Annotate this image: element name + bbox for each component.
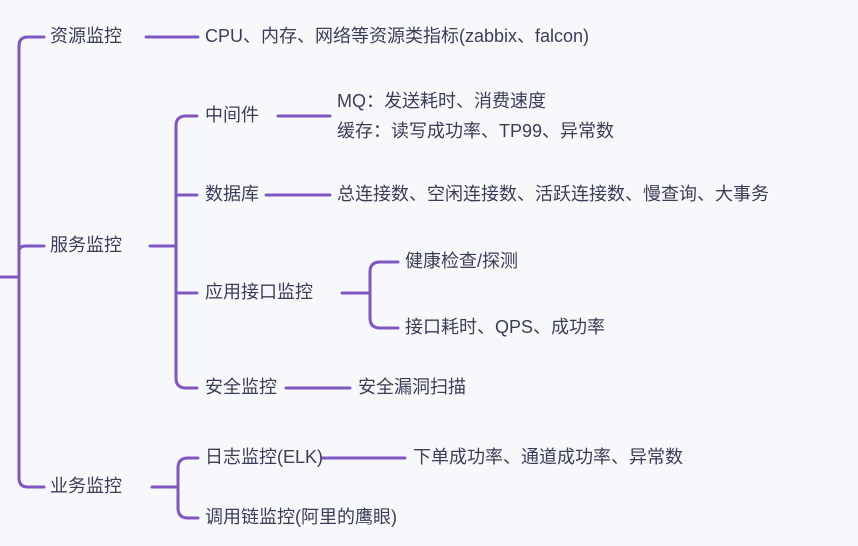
leaf-middleware-metrics[interactable]: MQ：发送耗时、消费速度 缓存：读写成功率、TP99、异常数 <box>337 86 614 146</box>
node-middleware[interactable]: 中间件 <box>205 105 259 126</box>
connector-api-bracket <box>368 260 400 330</box>
node-resource-monitoring[interactable]: 资源监控 <box>50 26 122 47</box>
node-service-monitoring[interactable]: 服务监控 <box>50 235 122 256</box>
leaf-database-metrics[interactable]: 总连接数、空闲连接数、活跃连接数、慢查询、大事务 <box>337 184 769 205</box>
node-database[interactable]: 数据库 <box>205 184 259 205</box>
leaf-log-metrics[interactable]: 下单成功率、通道成功率、异常数 <box>413 447 683 468</box>
connector-business-bracket <box>176 456 200 520</box>
connector-service-branch <box>17 244 46 253</box>
node-security-monitoring[interactable]: 安全监控 <box>205 377 277 398</box>
leaf-security-scan[interactable]: 安全漏洞扫描 <box>358 377 466 398</box>
node-trace-monitoring[interactable]: 调用链监控(阿里的鹰眼) <box>205 507 397 528</box>
connector-service-bracket <box>174 114 199 390</box>
node-business-monitoring[interactable]: 业务监控 <box>50 476 122 497</box>
node-log-monitoring[interactable]: 日志监控(ELK) <box>205 447 324 468</box>
leaf-resource-metrics[interactable]: CPU、内存、网络等资源类指标(zabbix、falcon) <box>205 26 590 47</box>
leaf-health-check[interactable]: 健康检查/探测 <box>405 251 519 272</box>
leaf-middleware-metrics-line2: 缓存：读写成功率、TP99、异常数 <box>337 121 615 141</box>
connector-main-trunk <box>17 35 46 489</box>
node-api-monitoring[interactable]: 应用接口监控 <box>205 282 313 303</box>
leaf-middleware-metrics-line1: MQ：发送耗时、消费速度 <box>337 91 546 111</box>
leaf-api-metrics[interactable]: 接口耗时、QPS、成功率 <box>405 317 606 338</box>
